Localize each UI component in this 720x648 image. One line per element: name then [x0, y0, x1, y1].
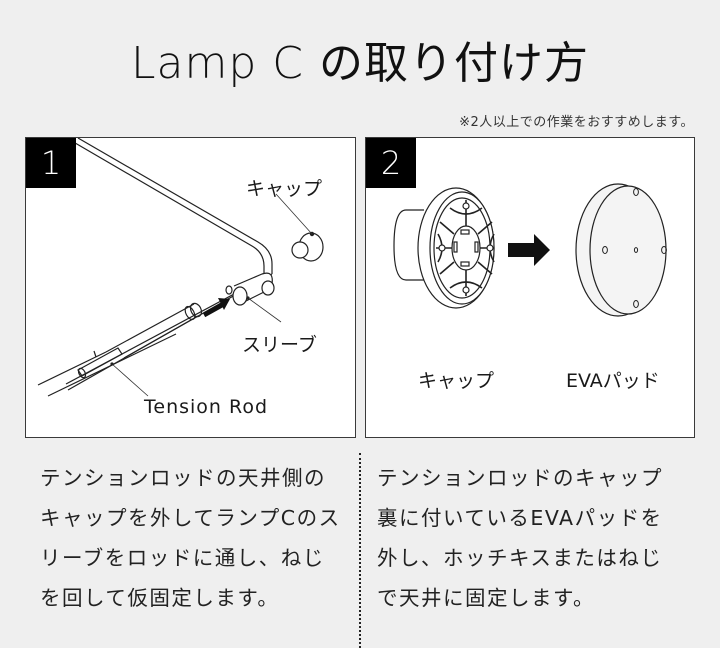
sleeve-label: スリーブ — [242, 334, 317, 356]
step-number-badge: 2 — [366, 138, 416, 188]
arrow-right-icon — [508, 234, 550, 266]
description-line: 裏に付いているEVAパッドを — [377, 506, 663, 530]
tension-rod-label: Tension Rod — [144, 396, 269, 418]
step-1-description: テンションロッドの天井側の キャップを外してランプCのス リーブをロッドに通し、… — [40, 458, 350, 618]
description-line: で天井に固定します。 — [377, 586, 595, 610]
description-line: テンションロッドのキャップ — [377, 466, 663, 490]
eva-pad-label: EVAパッド — [566, 370, 660, 392]
description-line: を回して仮固定します。 — [40, 586, 280, 610]
step-2-panel: 2 キャップ EVAパッド — [365, 137, 695, 438]
recommendation-note: ※2人以上での作業をおすすめします。 — [459, 115, 694, 130]
description-line: 外し、ホッチキスまたはねじ — [377, 546, 663, 570]
title-suffix: の取り付け方 — [318, 38, 589, 89]
insert-arrow-icon — [202, 298, 230, 318]
cap-label: キャップ — [418, 370, 495, 392]
step-2-description: テンションロッドのキャップ 裏に付いているEVAパッドを 外し、ホッチキスまたは… — [377, 458, 687, 618]
cap-label: キャップ — [246, 178, 323, 200]
tension-rod-sleeve-illustration — [37, 138, 324, 397]
description-line: リーブをロッドに通し、ねじ — [40, 546, 325, 570]
cap-and-eva-pad-illustration — [393, 183, 667, 317]
description-line: テンションロッドの天井側の — [40, 466, 326, 490]
page-title: Lamp C の取り付け方 — [0, 34, 720, 94]
step-number-badge: 1 — [26, 138, 76, 188]
title-product-name: Lamp C — [131, 38, 304, 89]
step-1-panel: 1 キャップ スリーブ Tension Rod — [25, 137, 356, 438]
description-line: キャップを外してランプCのス — [40, 506, 341, 530]
dotted-divider — [359, 453, 361, 648]
